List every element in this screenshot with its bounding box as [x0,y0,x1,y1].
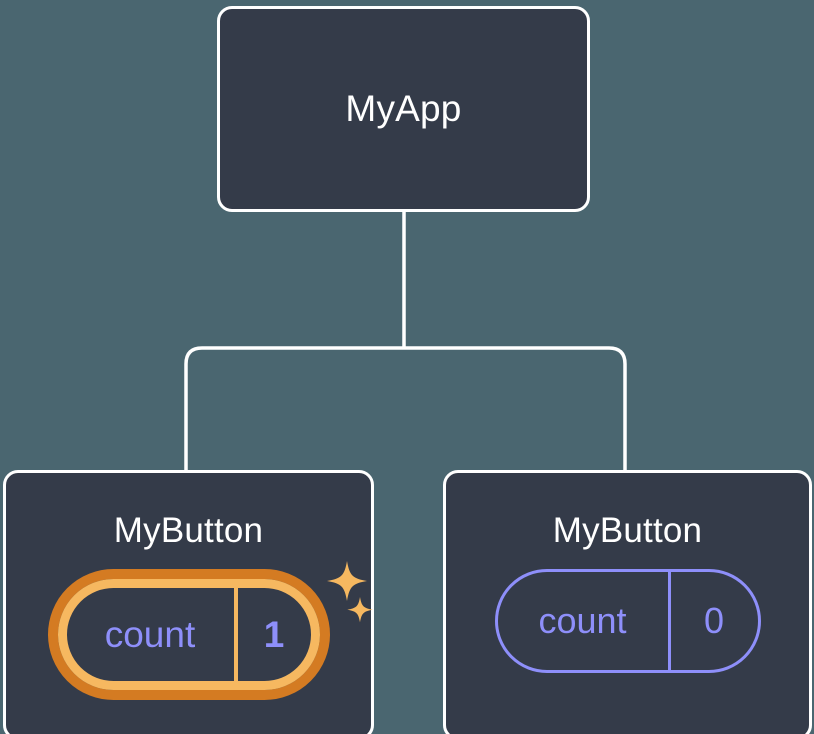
state-pill-wrapper: count 1 [47,561,373,700]
tree-node-mybutton-left[interactable]: MyButton count 1 [3,470,374,734]
state-pill-highlighted[interactable]: count 1 [47,569,330,700]
state-pill-wrapper: count 0 [494,569,761,673]
node-title: MyButton [552,511,703,550]
state-pill-inner-ring: count 1 [57,579,320,690]
node-title: MyApp [345,88,462,129]
tree-node-mybutton-right[interactable]: MyButton count 0 [443,470,812,734]
sparkle-large-icon [326,561,367,601]
state-key-label: count [538,600,627,641]
state-value-label: 0 [667,572,758,670]
state-value-label: 1 [233,588,311,681]
tree-node-myapp[interactable]: MyApp [217,6,590,212]
node-title: MyButton [113,511,264,550]
state-pill[interactable]: count 0 [494,569,761,673]
connector-child-bus [184,346,627,471]
sparkle-small-icon [346,597,373,623]
state-key-label: count [104,613,196,655]
